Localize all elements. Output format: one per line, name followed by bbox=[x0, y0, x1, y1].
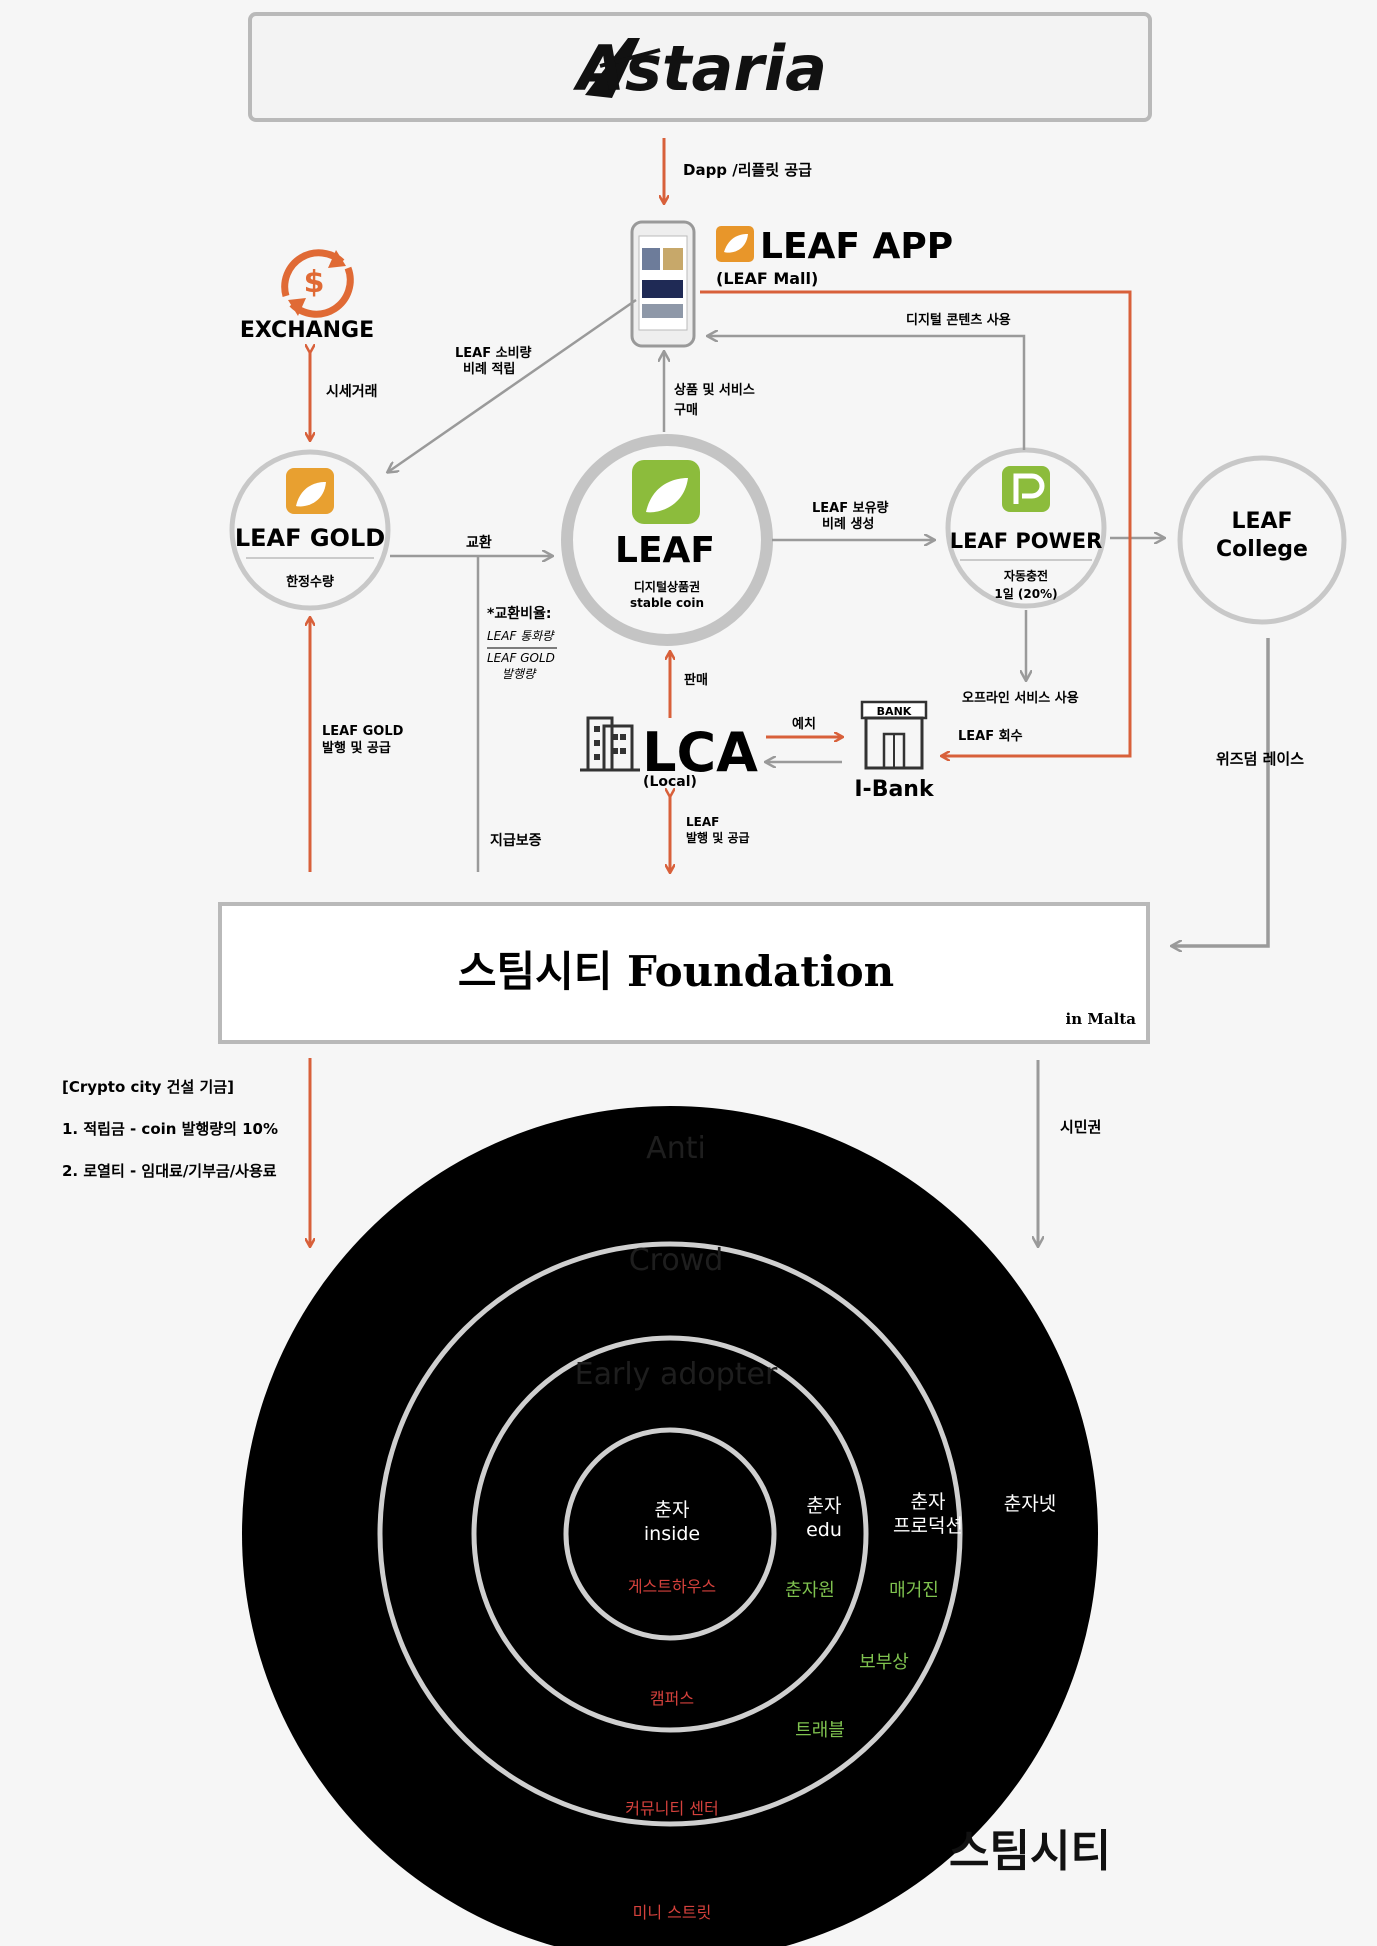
leaf-app-title: LEAF APP bbox=[760, 226, 953, 267]
hold-label-2: 비례 생성 bbox=[822, 516, 874, 532]
leaf-icon bbox=[632, 460, 700, 524]
bank-icon: BANK bbox=[860, 700, 928, 770]
ratio-denominator-1: LEAF GOLD bbox=[487, 651, 555, 665]
leaf-gold-title: LEAF GOLD bbox=[235, 524, 385, 552]
fund-item-1: 1. 적립금 - coin 발행량의 10% bbox=[62, 1120, 278, 1138]
leaf-gold-node: LEAF GOLD 한정수량 bbox=[229, 449, 391, 611]
ratio-denominator-2: 발행량 bbox=[502, 667, 537, 681]
payment-guarantee-label: 지급보증 bbox=[490, 833, 542, 849]
ring-label-crowd: Crowd bbox=[629, 1243, 724, 1278]
bank-sign: BANK bbox=[877, 705, 912, 718]
bank-node: BANK I-Bank bbox=[854, 700, 935, 802]
supply-label: Dapp /리플릿 공급 bbox=[683, 161, 812, 179]
astaria-header: Astaria bbox=[248, 12, 1152, 122]
exchange-trade-label: 시세거래 bbox=[326, 384, 378, 400]
steam-city-title: 스팀시티 bbox=[949, 1826, 1111, 1877]
leaf-title: LEAF bbox=[615, 530, 715, 571]
leaf-app: LEAF APP (LEAF Mall) bbox=[630, 220, 953, 348]
consume-label-1: LEAF 소비량 bbox=[455, 346, 532, 361]
lca-sub: (Local) bbox=[643, 774, 697, 790]
exchange-label: EXCHANGE bbox=[240, 318, 374, 343]
gold-issue-label-2: 발행 및 공급 bbox=[322, 740, 391, 756]
place-travel: 트래블 bbox=[795, 1720, 845, 1741]
leaf-college-line-1: LEAF bbox=[1231, 509, 1292, 534]
place-community: 커뮤니티 센터 bbox=[625, 1799, 718, 1818]
steam-city-rings: Anti Crowd Early adopter 춘자 inside 춘자 ed… bbox=[242, 1106, 1098, 1946]
digital-contents-label: 디지털 콘텐츠 사용 bbox=[906, 312, 1011, 328]
leaf-power-sub-2: 1일 (20%) bbox=[994, 587, 1057, 601]
leaf-gold-sub: 한정수량 bbox=[286, 574, 334, 590]
leaf-return-line bbox=[700, 290, 1132, 756]
gold-issue-label-1: LEAF GOLD bbox=[322, 724, 404, 739]
exchange-label-leaf: 교환 bbox=[466, 534, 492, 551]
exchange: $ EXCHANGE bbox=[240, 249, 374, 343]
leaf-power-sub-1: 자동충전 bbox=[1004, 568, 1048, 583]
hold-label-1: LEAF 보유량 bbox=[812, 501, 889, 516]
exchange-icon: $ bbox=[281, 249, 354, 318]
lca-issue-label-1: LEAF bbox=[686, 815, 719, 829]
exchange-ratio: *교환비율: LEAF 통화량 LEAF GOLD 발행량 지급보증 bbox=[476, 556, 557, 872]
ring-label-anti: Anti bbox=[646, 1131, 706, 1166]
leaf-node: LEAF 디지털상품권 stable coin bbox=[561, 434, 773, 646]
place-guesthouse: 게스트하우스 bbox=[628, 1577, 716, 1596]
leaf-sub-2: stable coin bbox=[630, 596, 704, 610]
leaf-power-title: LEAF POWER bbox=[950, 529, 1103, 553]
ring-name-production-1: 춘자 bbox=[911, 1491, 946, 1513]
lca-issue-label-2: 발행 및 공급 bbox=[686, 830, 750, 845]
leaf-sub-1: 디지털상품권 bbox=[634, 579, 700, 594]
ring-label-early-adopter: Early adopter bbox=[575, 1357, 778, 1392]
ring-3 bbox=[377, 1241, 963, 1827]
leaf-college-line-2: College bbox=[1216, 537, 1308, 562]
svg-text:$: $ bbox=[304, 265, 325, 300]
ring-outer bbox=[242, 1106, 1098, 1946]
leaf-power-icon bbox=[1002, 466, 1050, 512]
ring-name-inside-1: 춘자 bbox=[655, 1499, 690, 1521]
bank-title: I-Bank bbox=[854, 777, 935, 802]
lca-node: LCA (Local) bbox=[580, 716, 758, 790]
leaf-app-subtitle: (LEAF Mall) bbox=[716, 269, 818, 288]
place-mini-street: 미니 스트릿 bbox=[633, 1903, 712, 1922]
ring-name-production-2: 프로덕션 bbox=[893, 1515, 963, 1537]
foundation-box: 스팀시티 Foundation in Malta bbox=[218, 902, 1150, 1044]
ratio-title: *교환비율: bbox=[487, 605, 551, 622]
leaf-power-node: LEAF POWER 자동충전 1일 (20%) bbox=[945, 447, 1107, 609]
purchase-label-1: 상품 및 서비스 bbox=[674, 383, 755, 398]
college-to-foundation-arrow bbox=[1172, 638, 1270, 946]
ring-1 bbox=[563, 1427, 777, 1641]
wisdom-race-label: 위즈덤 레이스 bbox=[1216, 750, 1304, 768]
place-treasure: 보부상 bbox=[859, 1652, 909, 1673]
fund-title: [Crypto city 건설 기금] bbox=[62, 1078, 234, 1096]
foundation-location: in Malta bbox=[1066, 1010, 1137, 1028]
leaf-gold-icon bbox=[286, 468, 334, 514]
place-magazine: 매거진 bbox=[889, 1580, 939, 1601]
foundation-title: 스팀시티 Foundation bbox=[458, 947, 894, 996]
building-icon bbox=[580, 716, 640, 772]
leaf-app-logo-icon bbox=[716, 226, 754, 262]
ring-name-edu-1: 춘자 bbox=[807, 1495, 842, 1517]
lca-title: LCA bbox=[642, 721, 758, 784]
sale-label: 판매 bbox=[684, 672, 708, 688]
consume-label-2: 비례 적립 bbox=[463, 361, 515, 377]
ratio-numerator: LEAF 통화량 bbox=[487, 629, 555, 643]
leaf-college-node: LEAF College bbox=[1177, 455, 1347, 625]
place-chunjawon: 춘자원 bbox=[785, 1580, 835, 1601]
ring-name-edu-2: edu bbox=[806, 1519, 842, 1541]
purchase-label-2: 구매 bbox=[674, 403, 698, 418]
ring-name-inside-2: inside bbox=[644, 1523, 700, 1545]
ring-name-net: 춘자넷 bbox=[1004, 1493, 1056, 1515]
app-to-gold-arrow bbox=[388, 298, 637, 472]
citizenship-label: 시민권 bbox=[1060, 1118, 1101, 1136]
offline-service-label: 오프라인 서비스 사용 bbox=[962, 690, 1079, 706]
astaria-logo-text: Astaria bbox=[572, 32, 827, 105]
digital-contents-arrow bbox=[708, 336, 1026, 450]
place-campus: 캠퍼스 bbox=[650, 1689, 694, 1708]
leaf-collect-label: LEAF 회수 bbox=[958, 728, 1023, 744]
fund-item-2: 2. 로열티 - 임대료/기부금/사용료 bbox=[62, 1162, 277, 1180]
astaria-logo-icon bbox=[585, 38, 661, 98]
phone-icon bbox=[630, 220, 696, 348]
ring-2 bbox=[471, 1335, 869, 1733]
deposit-label: 예치 bbox=[792, 716, 816, 732]
